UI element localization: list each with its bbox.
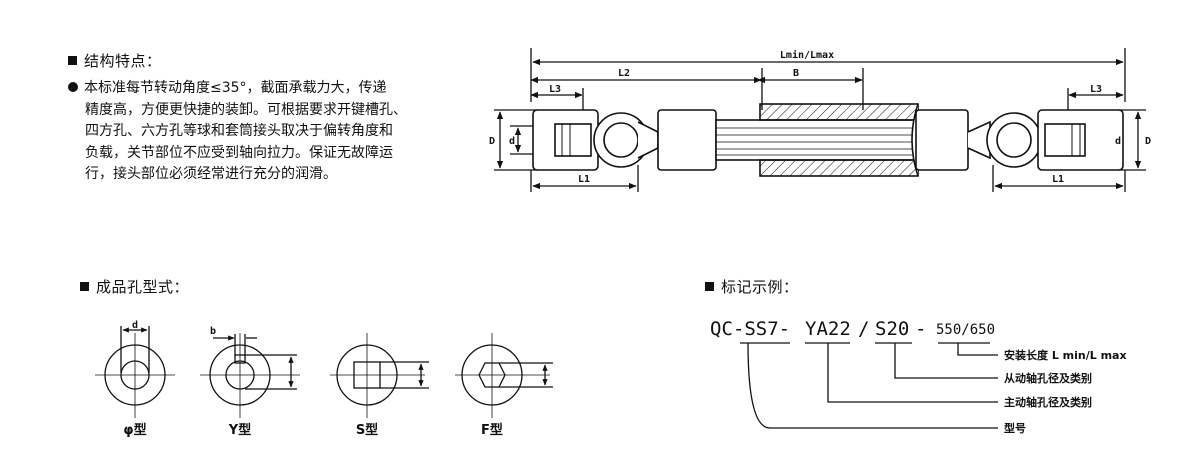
hole-label-round: φ型 xyxy=(123,422,146,438)
features-line-5: 行，接头部位必须经常进行充分的润滑。 xyxy=(85,166,337,182)
hole-label-hexagon: F型 xyxy=(481,422,503,438)
label-d-left: d xyxy=(509,136,515,147)
code-driven: S20 xyxy=(875,318,909,340)
code-driving: YA22 xyxy=(805,318,851,340)
shaft-drawing: Lmin/Lmax L2 B L3 L3 L1 L1 D d D d xyxy=(489,48,1151,192)
features-heading: 结构特点： xyxy=(68,50,162,71)
drawing-labels: Lmin/Lmax L2 B L3 L3 L1 L1 D d D d xyxy=(489,49,1151,185)
features-line-2: 精度高，方便更快捷的装卸。可根据要求开键槽孔、 xyxy=(85,101,407,118)
label-l3-right: L3 xyxy=(1090,84,1102,95)
holes-heading: 成品孔型式： xyxy=(80,276,189,297)
hole-dim-b: b xyxy=(210,326,216,337)
hole-types-drawing: d b φ型 Y型 S型 F型 xyxy=(95,320,553,438)
legend-driven: 从动轴孔径及类别 xyxy=(1004,371,1092,385)
hole-label-square: S型 xyxy=(356,422,378,438)
hole-dim-d: d xyxy=(132,320,138,331)
label-D-left: D xyxy=(489,136,495,147)
label-b: B xyxy=(793,68,799,79)
label-total: Lmin/Lmax xyxy=(780,49,834,61)
code-slash: / xyxy=(858,318,869,340)
legend-driving: 主动轴孔径及类别 xyxy=(1004,395,1092,409)
label-D-right: D xyxy=(1145,136,1151,147)
round-bullet-icon xyxy=(68,82,78,92)
square-bullet-icon xyxy=(80,282,89,291)
features-line-4: 负载，关节部位不应受到轴向拉力。保证无故障运 xyxy=(85,144,393,161)
legend-length: 安装长度 L min/L max xyxy=(1004,348,1127,362)
hole-type-hexagon xyxy=(455,333,553,418)
square-bullet-icon xyxy=(705,282,714,291)
hole-type-square xyxy=(330,333,429,418)
label-d-right: d xyxy=(1115,136,1121,147)
label-l2: L2 xyxy=(618,68,630,79)
hole-label-keyway: Y型 xyxy=(228,422,251,438)
square-bullet-icon xyxy=(68,56,77,65)
hole-type-round xyxy=(95,326,175,418)
features-line-1: 本标准每节转动角度≤35°，截面承载力大，传递 xyxy=(68,78,468,100)
code-length: 550/650 xyxy=(936,322,995,338)
label-l3-left: L3 xyxy=(549,84,561,95)
marking-example-diagram: QC-SS7- YA22 / S20 - 550/650 安装长度 L min/… xyxy=(710,318,1127,435)
label-l1-right: L1 xyxy=(1052,174,1064,185)
code-model: QC-SS7- xyxy=(710,318,790,340)
features-paragraph: 本标准每节转动角度≤35°，截面承载力大，传递 精度高，方便更快捷的装卸。可根据… xyxy=(68,78,468,186)
legend-model: 型号 xyxy=(1004,421,1026,435)
marking-heading: 标记示例： xyxy=(705,276,799,297)
label-l1-left: L1 xyxy=(578,174,590,185)
hole-type-keyway xyxy=(200,333,300,418)
code-dash: - xyxy=(915,318,926,340)
features-line-3: 四方孔、六方孔等球和套筒接头取决于偏转角度和 xyxy=(85,123,393,139)
